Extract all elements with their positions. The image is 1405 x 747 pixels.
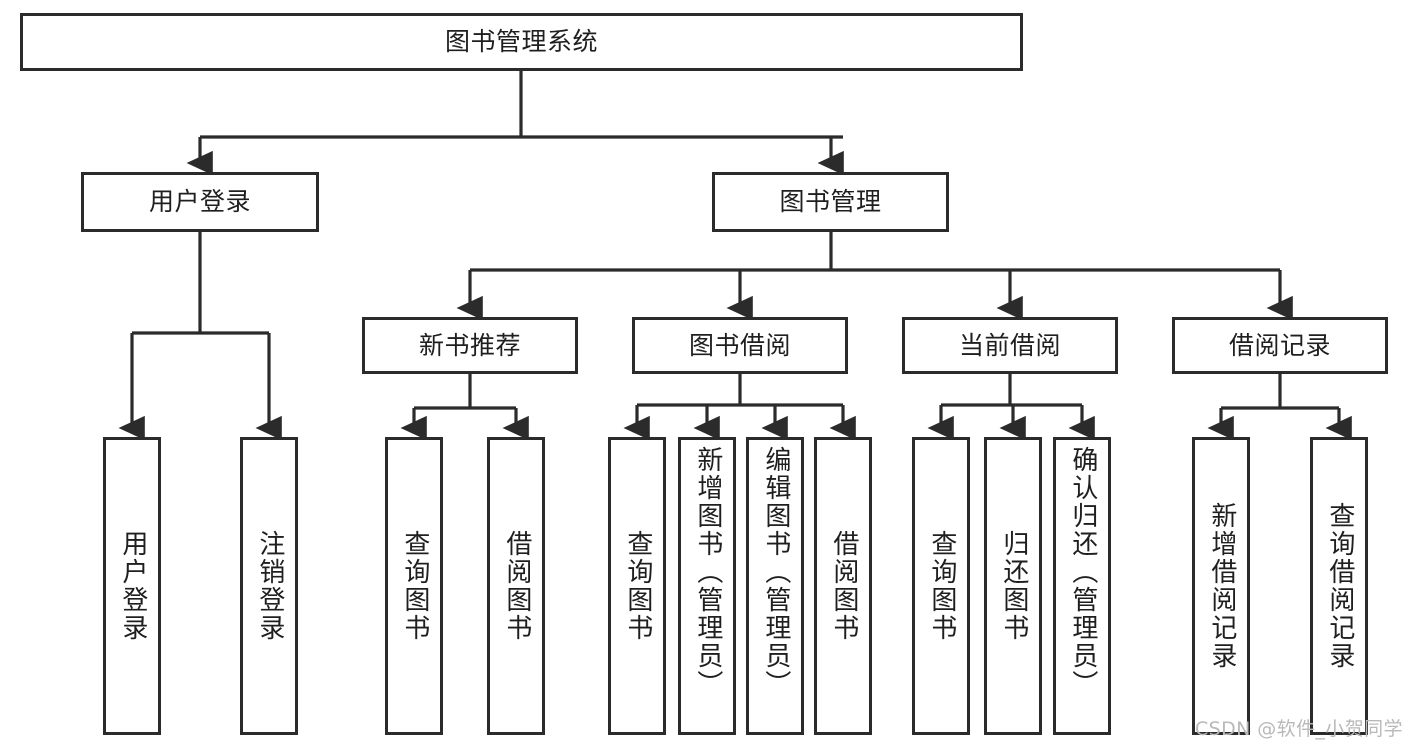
edge-group-borrow-record [1207,374,1352,441]
node-user-login-label: 用户登录 [148,187,251,217]
node-leaf-query-book-rec-label: 查询图书 [399,530,430,642]
node-new-book-rec[interactable]: 新书推荐 [362,317,578,374]
node-current-borrow[interactable]: 当前借阅 [902,317,1118,374]
node-leaf-query-book-label: 查询图书 [622,530,653,642]
node-book-borrow[interactable]: 图书借阅 [632,317,848,374]
node-leaf-confirm-return-label: 确认归还（管理员） [1067,446,1098,698]
node-leaf-edit-book[interactable]: 编辑图书（管理员） [746,437,804,735]
node-book-manage[interactable]: 图书管理 [712,172,949,232]
node-current-borrow-label: 当前借阅 [958,330,1061,360]
node-leaf-user-logout-label: 注销登录 [254,530,285,642]
node-leaf-confirm-return[interactable]: 确认归还（管理员） [1053,437,1111,735]
node-leaf-query-book-rec[interactable]: 查询图书 [385,437,443,735]
node-leaf-edit-book-label: 编辑图书（管理员） [760,446,791,698]
node-leaf-query-book[interactable]: 查询图书 [608,437,666,735]
node-leaf-borrow-book-label: 借阅图书 [828,530,859,642]
node-leaf-query-record[interactable]: 查询借阅记录 [1310,437,1368,735]
node-root[interactable]: 图书管理系统 [20,13,1023,71]
node-user-login[interactable]: 用户登录 [81,172,319,232]
node-leaf-user-login[interactable]: 用户登录 [103,437,161,735]
node-borrow-record-label: 借阅记录 [1228,330,1331,360]
node-leaf-borrow-book[interactable]: 借阅图书 [814,437,872,735]
node-book-manage-label: 图书管理 [779,187,882,217]
edge-group-book-manage [456,232,1293,321]
node-leaf-add-record[interactable]: 新增借阅记录 [1192,437,1250,735]
node-root-label: 图书管理系统 [444,27,598,57]
node-leaf-borrow-book-rec-label: 借阅图书 [501,530,532,642]
node-leaf-add-book-label: 新增图书（管理员） [692,446,723,698]
node-leaf-query-book-cur-label: 查询图书 [926,530,957,642]
csdn-watermark: CSDN @软件_小贺同学 [1195,718,1403,740]
node-book-borrow-label: 图书借阅 [688,330,791,360]
node-leaf-query-record-label: 查询借阅记录 [1324,502,1355,670]
node-leaf-query-book-cur[interactable]: 查询图书 [912,437,970,735]
node-leaf-borrow-book-rec[interactable]: 借阅图书 [487,437,545,735]
node-leaf-add-record-label: 新增借阅记录 [1206,502,1237,670]
node-leaf-user-login-label: 用户登录 [117,530,148,642]
edge-group-current-borrow [927,374,1095,441]
node-leaf-return-book[interactable]: 归还图书 [984,437,1042,735]
node-leaf-user-logout[interactable]: 注销登录 [240,437,298,735]
edge-group-user-login [118,232,282,441]
node-borrow-record[interactable]: 借阅记录 [1172,317,1388,374]
node-new-book-rec-label: 新书推荐 [418,330,521,360]
edge-group-book-borrow [623,374,856,441]
node-leaf-add-book[interactable]: 新增图书（管理员） [678,437,736,735]
node-leaf-return-book-label: 归还图书 [998,530,1029,642]
edge-group-new-book-rec [400,374,529,441]
edge-group-root [186,71,844,176]
